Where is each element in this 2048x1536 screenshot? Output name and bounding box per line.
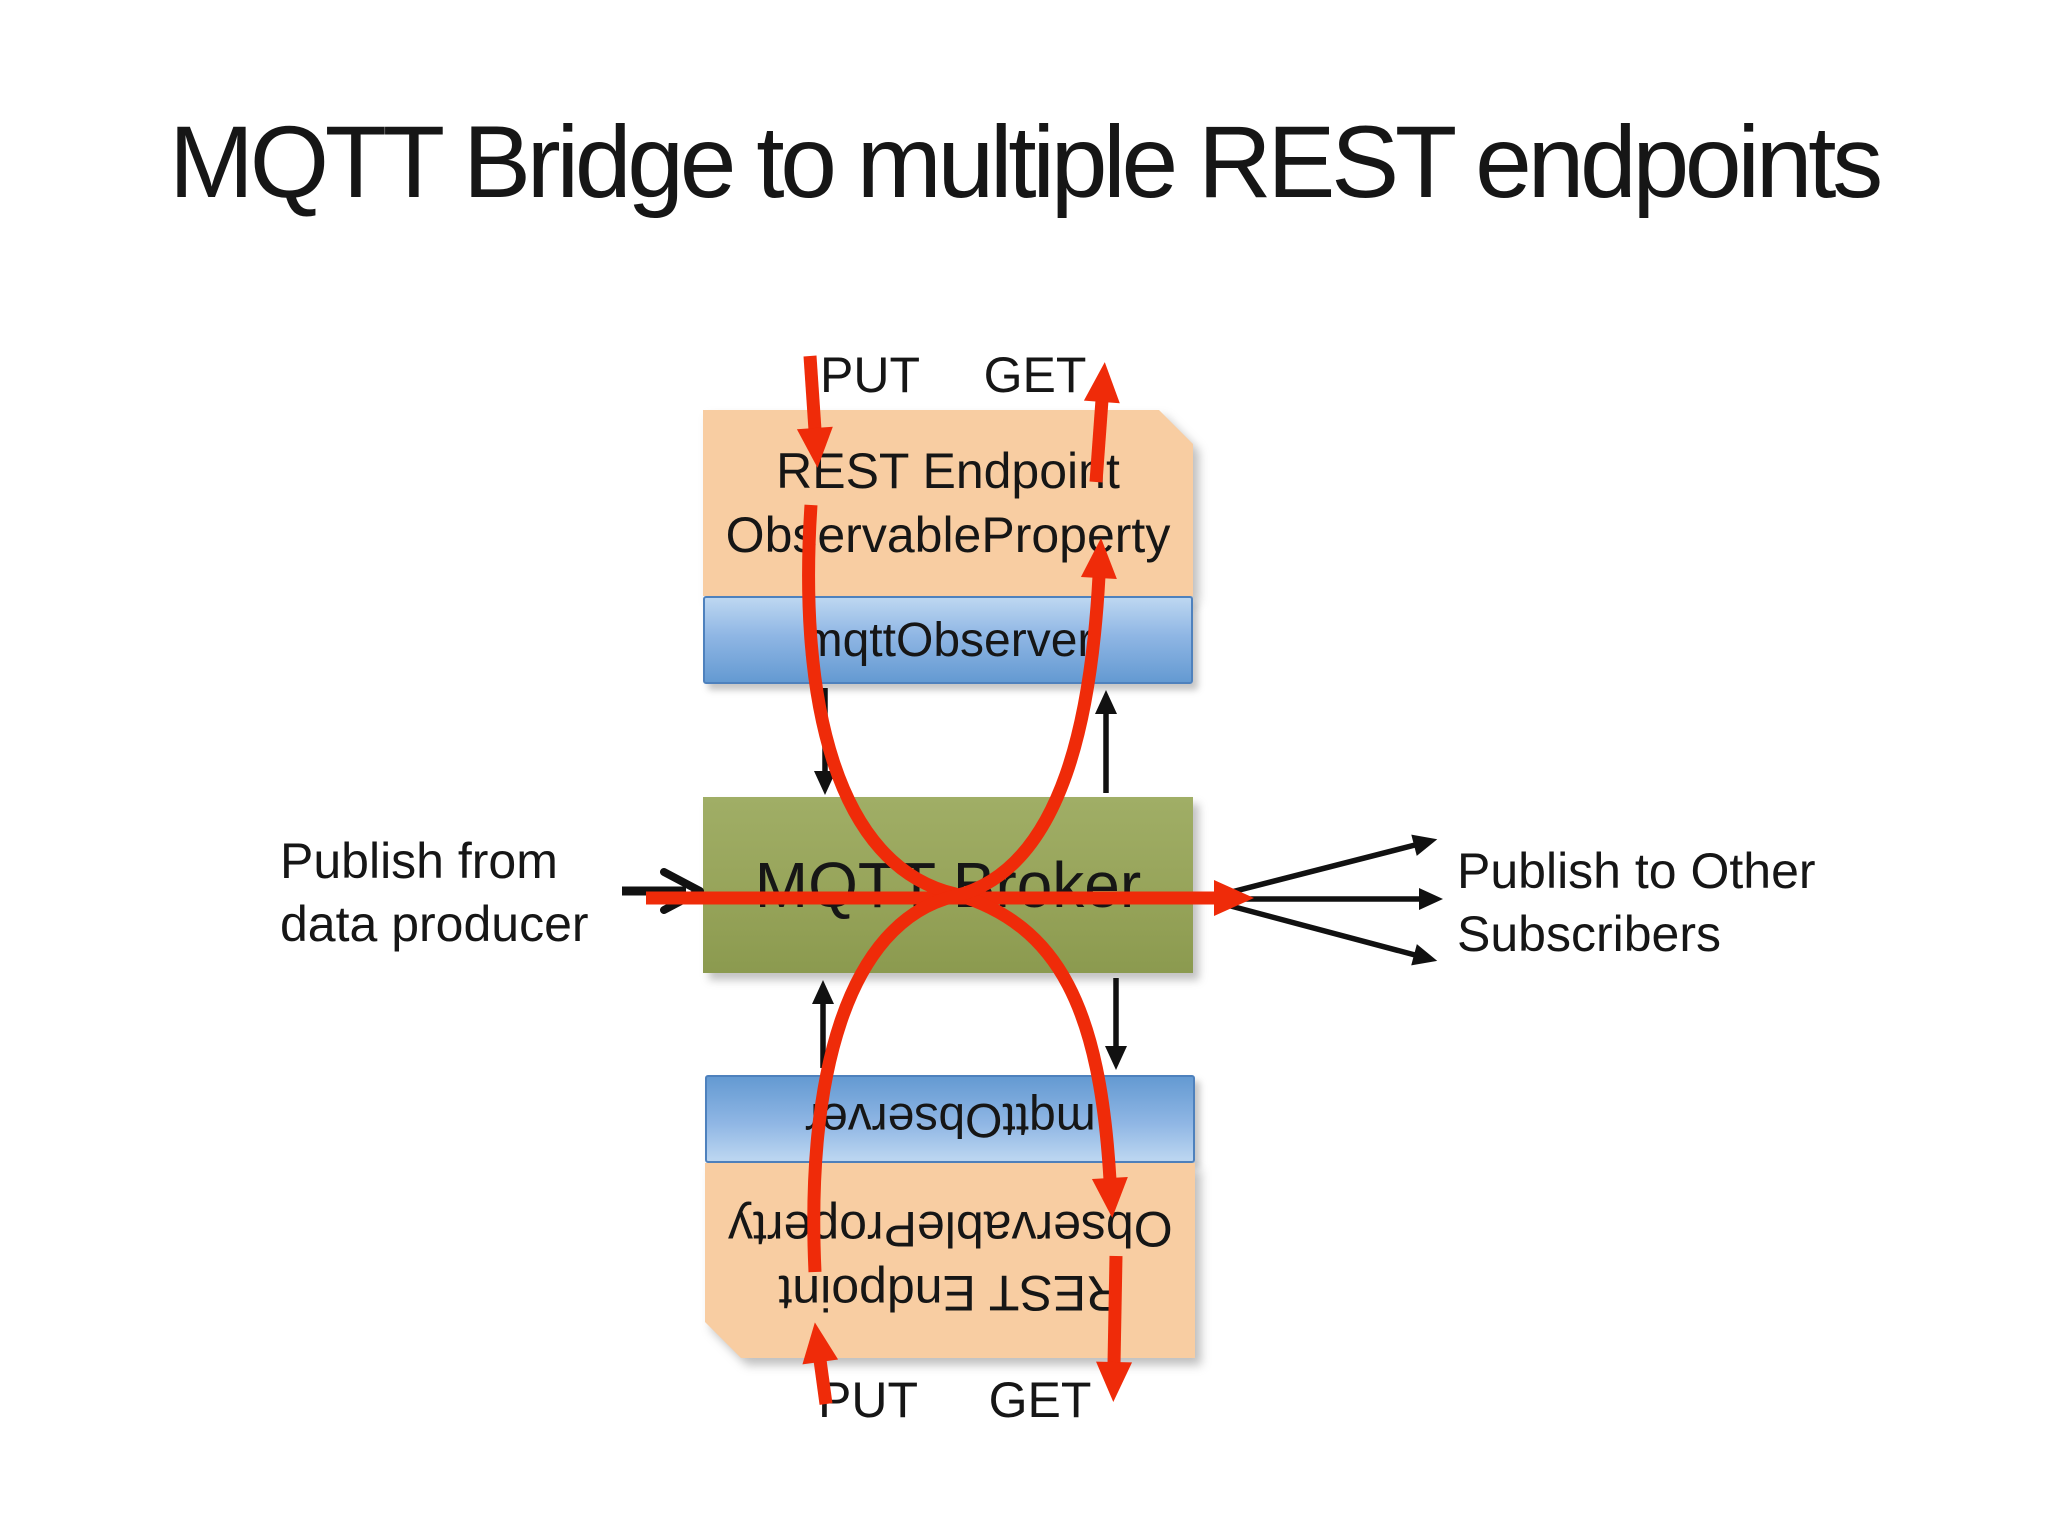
- publish-to-line2: Subscribers: [1457, 906, 1721, 962]
- rest-endpoint-box-bottom: REST Endpoint ObservableProperty: [705, 1163, 1195, 1358]
- mqtt-observer-top-label: mqttObserver: [802, 613, 1094, 667]
- subscriber-fan-arrow-1: [1211, 834, 1438, 900]
- producer-input-arrowhead: [660, 868, 704, 914]
- rest-endpoint-bottom-line2: ObservableProperty: [727, 1200, 1173, 1257]
- mqtt-broker-box: MQTT Broker: [703, 797, 1193, 973]
- put-label-top: PUT: [820, 347, 920, 403]
- publish-from-line1: Publish from: [280, 833, 558, 889]
- publish-from-note: Publish from data producer: [280, 830, 589, 956]
- publish-to-note: Publish to Other Subscribers: [1457, 840, 1816, 966]
- rest-endpoint-top-line2: ObservableProperty: [725, 507, 1171, 563]
- put-label-bottom: PUT: [818, 1372, 918, 1428]
- get-label-top: GET: [983, 347, 1087, 403]
- publish-from-line2: data producer: [280, 896, 589, 952]
- rest-endpoint-top-line1: REST Endpoint: [776, 443, 1120, 499]
- rest-endpoint-box-top: REST Endpoint ObservableProperty: [703, 410, 1193, 596]
- mqtt-observer-box-top: mqttObserver: [703, 596, 1193, 684]
- publish-to-line1: Publish to Other: [1457, 843, 1816, 899]
- subscriber-fan-arrow-3: [1211, 898, 1438, 966]
- mqtt-broker-label: MQTT Broker: [754, 849, 1142, 921]
- get-label-bottom: GET: [988, 1372, 1092, 1428]
- slide-title: MQTT Bridge to multiple REST endpoints: [169, 105, 1883, 219]
- mqtt-observer-box-bottom: mqttObserver: [705, 1075, 1195, 1163]
- rest-endpoint-bottom-line1: REST Endpoint: [778, 1264, 1122, 1321]
- mqtt-observer-bottom-label: mqttObserver: [804, 1092, 1096, 1146]
